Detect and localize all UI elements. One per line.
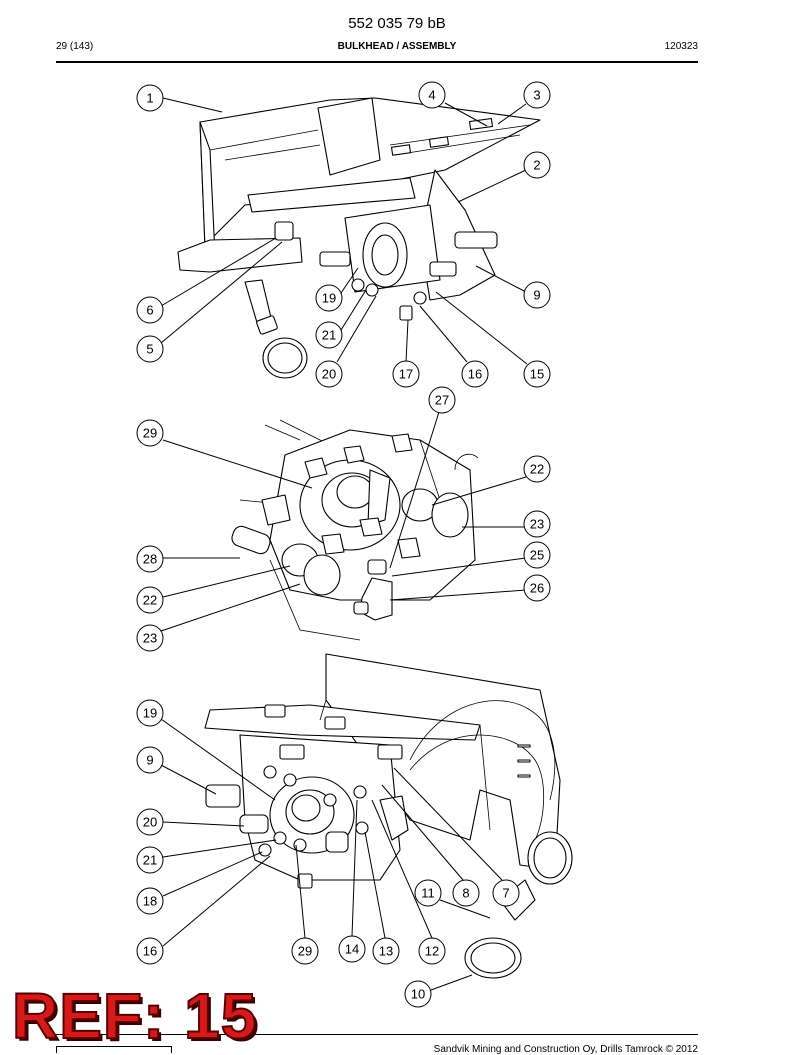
svg-text:25: 25: [530, 548, 544, 563]
callout-25: 25: [523, 541, 551, 569]
callout-29: 29: [136, 419, 164, 447]
callout-4: 4: [418, 81, 446, 109]
svg-text:27: 27: [435, 393, 449, 408]
callout-12: 12: [418, 937, 446, 965]
footer-copyright: Sandvik Mining and Construction Oy, Dril…: [433, 1044, 698, 1055]
svg-text:9: 9: [146, 753, 153, 768]
document-number: 552 035 79 bB: [348, 15, 446, 32]
svg-text:18: 18: [143, 894, 157, 909]
svg-text:10: 10: [411, 987, 425, 1002]
svg-text:19: 19: [322, 291, 336, 306]
footer-rule: [56, 1034, 698, 1035]
callout-29: 29: [291, 937, 319, 965]
callout-23: 23: [136, 624, 164, 652]
callout-8: 8: [452, 879, 480, 907]
svg-text:22: 22: [530, 462, 544, 477]
callout-13: 13: [372, 937, 400, 965]
callout-22: 22: [523, 455, 551, 483]
svg-text:16: 16: [143, 944, 157, 959]
leader-lines: [160, 97, 528, 991]
svg-text:4: 4: [428, 88, 435, 103]
callout-26: 26: [523, 574, 551, 602]
svg-text:28: 28: [143, 552, 157, 567]
svg-text:19: 19: [143, 706, 157, 721]
callout-28: 28: [136, 545, 164, 573]
date-code: 120323: [664, 41, 698, 52]
callout-1: 1: [136, 84, 164, 112]
callout-19: 19: [315, 284, 343, 312]
svg-text:16: 16: [468, 367, 482, 382]
svg-text:2: 2: [533, 158, 540, 173]
callout-17: 17: [392, 360, 420, 388]
callout-20: 20: [315, 360, 343, 388]
callout-19: 19: [136, 699, 164, 727]
svg-text:29: 29: [143, 426, 157, 441]
svg-text:20: 20: [322, 367, 336, 382]
callout-22: 22: [136, 586, 164, 614]
svg-text:7: 7: [502, 886, 509, 901]
callout-2: 2: [523, 151, 551, 179]
callout-20: 20: [136, 808, 164, 836]
callout-3: 3: [523, 81, 551, 109]
header-rule: [56, 61, 698, 63]
callout-11: 11: [414, 879, 442, 907]
svg-text:29: 29: [298, 944, 312, 959]
page-index: 29 (143): [56, 41, 94, 52]
middle-view-illustration: [231, 419, 479, 641]
bottom-view-illustration: [204, 653, 573, 979]
svg-text:26: 26: [530, 581, 544, 596]
svg-text:23: 23: [530, 517, 544, 532]
svg-text:21: 21: [322, 328, 336, 343]
callout-16: 16: [461, 360, 489, 388]
callout-14: 14: [338, 935, 366, 963]
top-view-illustration: [177, 97, 541, 379]
svg-text:8: 8: [462, 886, 469, 901]
svg-text:22: 22: [143, 593, 157, 608]
reference-stamp: REF: 15: [11, 980, 258, 1052]
section-title: BULKHEAD / ASSEMBLY: [337, 41, 457, 52]
svg-text:20: 20: [143, 815, 157, 830]
svg-text:15: 15: [530, 367, 544, 382]
callout-21: 21: [315, 321, 343, 349]
svg-text:9: 9: [533, 288, 540, 303]
callout-9: 9: [523, 281, 551, 309]
callout-10: 10: [404, 980, 432, 1008]
svg-text:17: 17: [399, 367, 413, 382]
svg-text:3: 3: [533, 88, 540, 103]
svg-text:21: 21: [143, 853, 157, 868]
callout-21: 21: [136, 846, 164, 874]
callout-7: 7: [492, 879, 520, 907]
svg-text:23: 23: [143, 631, 157, 646]
svg-text:11: 11: [421, 886, 435, 901]
svg-text:12: 12: [425, 944, 439, 959]
svg-text:5: 5: [146, 342, 153, 357]
callout-18: 18: [136, 887, 164, 915]
callout-9: 9: [136, 746, 164, 774]
svg-text:6: 6: [146, 303, 153, 318]
company-logo: [56, 1046, 172, 1053]
callout-16: 16: [136, 937, 164, 965]
callout-23: 23: [523, 510, 551, 538]
callout-27: 27: [428, 386, 456, 414]
callout-6: 6: [136, 296, 164, 324]
svg-text:1: 1: [146, 91, 153, 106]
svg-text:14: 14: [345, 942, 359, 957]
svg-text:13: 13: [379, 944, 393, 959]
callout-15: 15: [523, 360, 551, 388]
callout-5: 5: [136, 335, 164, 363]
